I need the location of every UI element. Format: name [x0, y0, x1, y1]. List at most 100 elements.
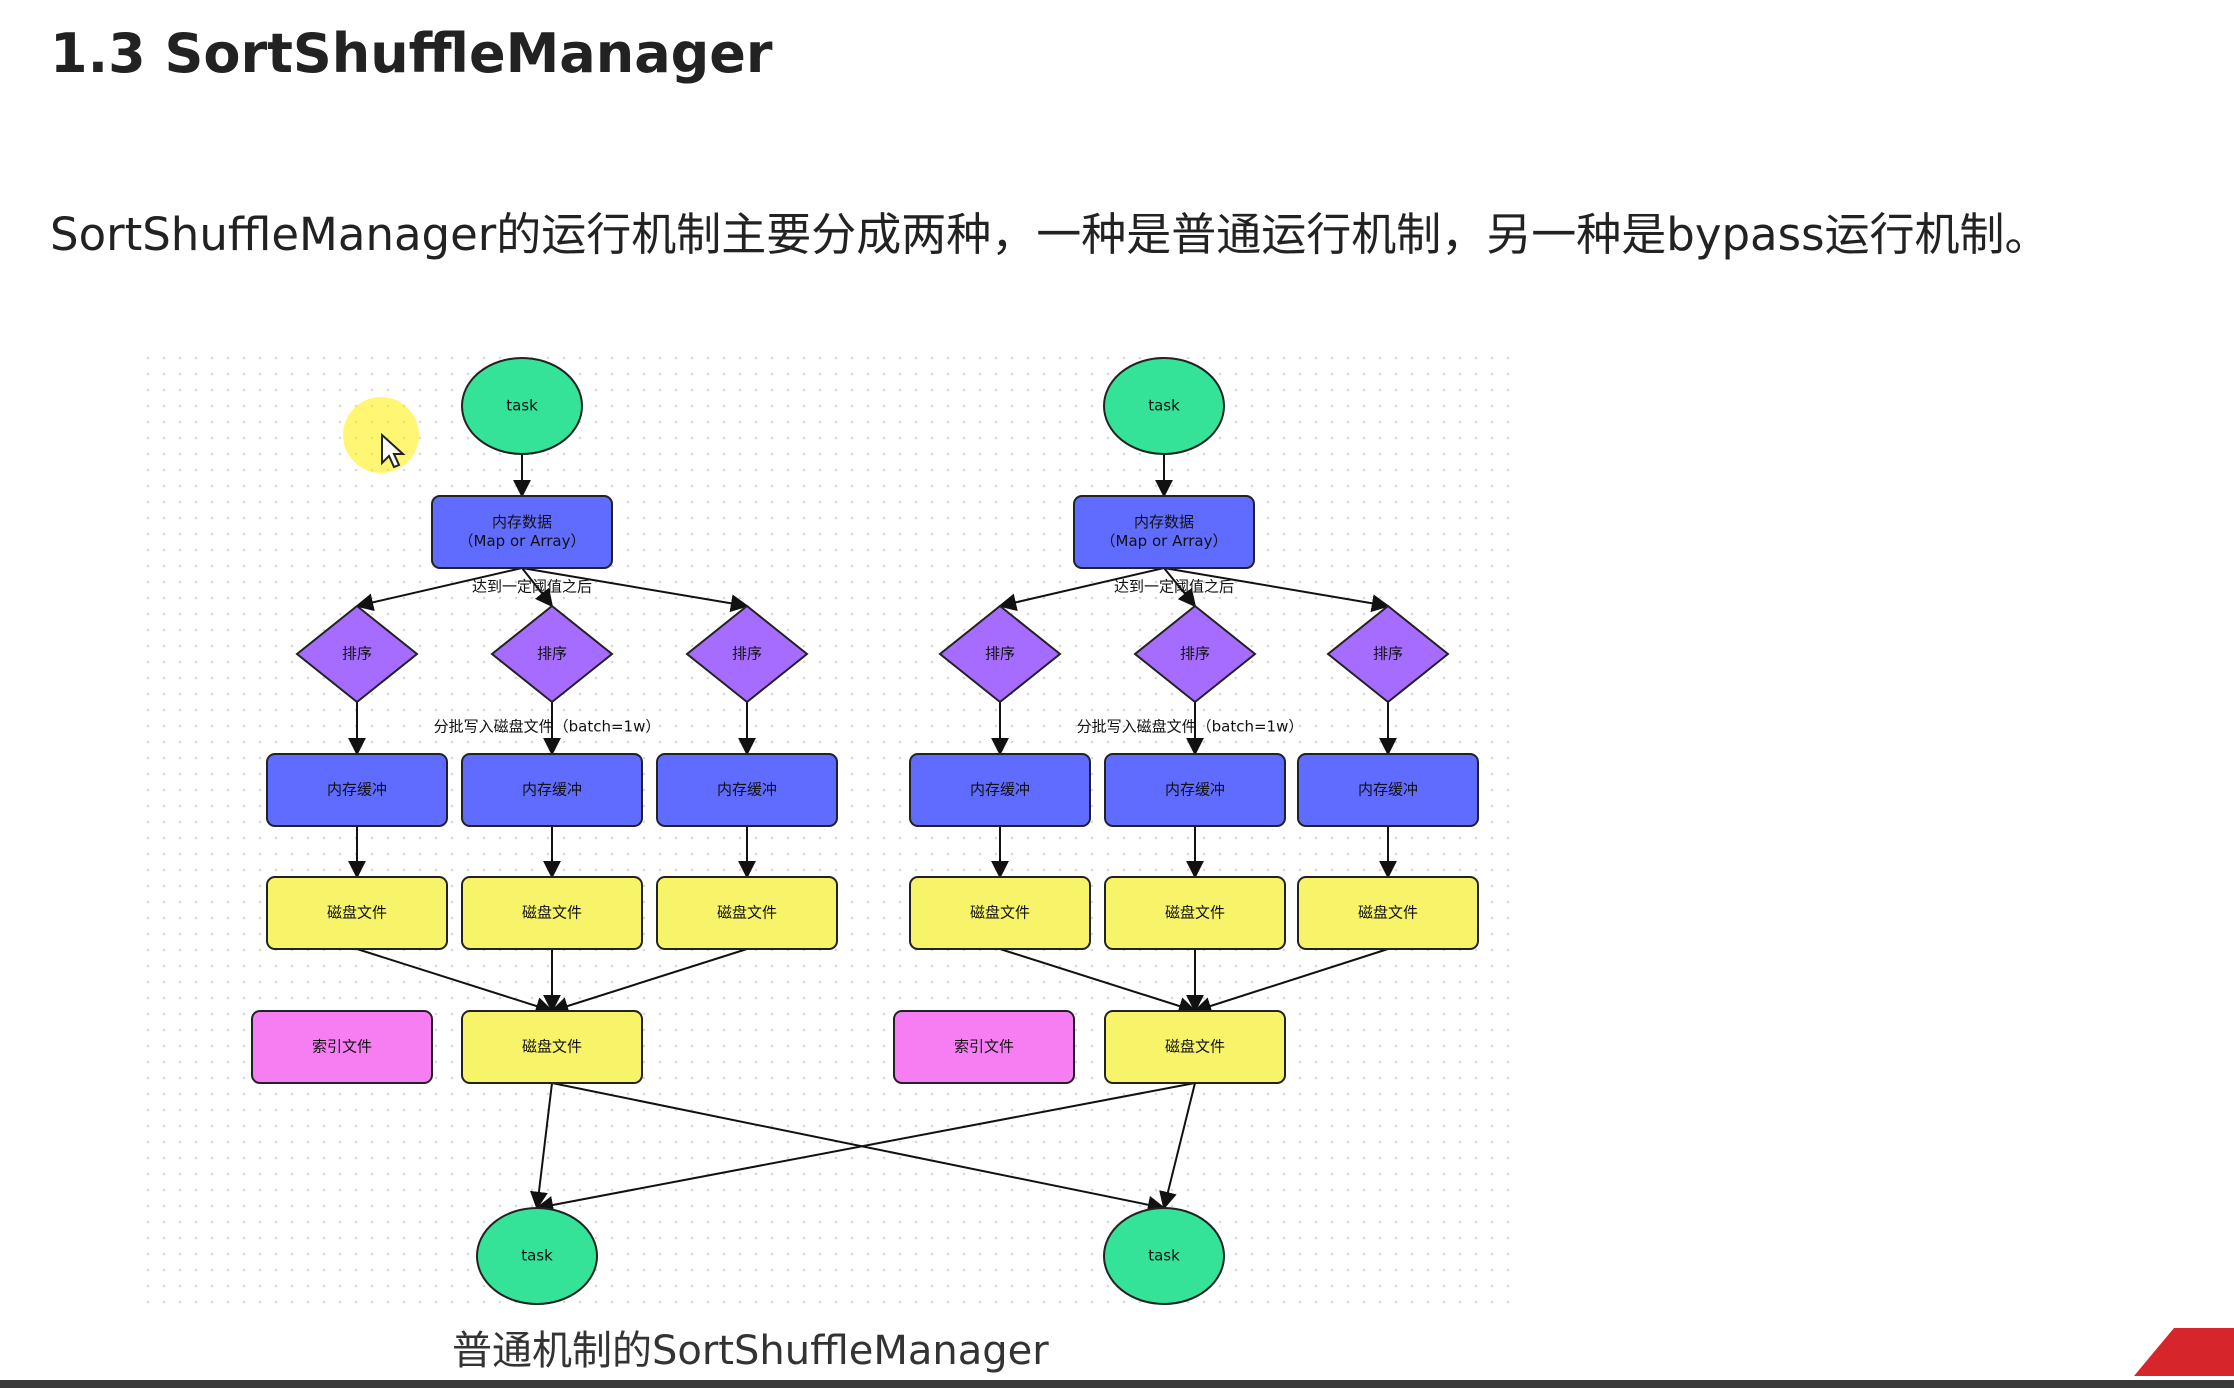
right-disk-file-node-2-label: 磁盘文件 [1165, 904, 1225, 922]
left-disk-file-node-3-shape [656, 876, 838, 950]
right-batch-write-label: 分批写入磁盘文件（batch=1w） [1077, 718, 1304, 736]
left-memory-buffer-node-2: 内存缓冲 [461, 753, 643, 827]
left-sort-node-3: 排序 [685, 604, 809, 704]
left-task-bottom: task [476, 1207, 598, 1305]
right-index-file-node-label: 索引文件 [954, 1038, 1014, 1056]
left-memory-data-node-shape [431, 495, 613, 569]
left-memory-buffer-node-3-label: 内存缓冲 [717, 781, 777, 799]
mouse-pointer-icon [381, 433, 406, 469]
right-memory-data-node: 内存数据（Map or Array） [1073, 495, 1255, 569]
diagram-caption: 普通机制的SortShuffleManager [452, 1328, 1049, 1374]
right-edge-memory-sort-3 [1163, 567, 1390, 613]
left-memory-buffer-node-3-shape [656, 753, 838, 827]
right-sort-node-2-shape [1133, 604, 1257, 704]
right-index-file-node: 索引文件 [893, 1010, 1075, 1084]
right-disk-file-node-3-shape [1297, 876, 1479, 950]
right-merged-disk-file-node-shape [1104, 1010, 1286, 1084]
right-sort-node-2: 排序 [1133, 604, 1257, 704]
right-task-bottom-shape [1103, 1207, 1225, 1305]
left-disk-file-node-1-label: 磁盘文件 [327, 904, 387, 922]
left-edge-memory-sort-3 [521, 567, 749, 613]
right-sort-node-3-label: 排序 [1373, 645, 1403, 663]
left-sort-node-2-shape [490, 604, 614, 704]
left-disk-file-node-1: 磁盘文件 [266, 876, 448, 950]
left-task-top-shape [461, 357, 583, 455]
right-disk-file-node-1-label: 磁盘文件 [970, 904, 1030, 922]
right-sort-node-1: 排序 [938, 604, 1062, 704]
right-memory-buffer-node-1-shape [909, 753, 1091, 827]
left-disk-file-node-3: 磁盘文件 [656, 876, 838, 950]
left-merged-disk-file-node-shape [461, 1010, 643, 1084]
left-sort-node-1: 排序 [295, 604, 419, 704]
right-merged-disk-file-node-label: 磁盘文件 [1165, 1038, 1225, 1056]
right-sort-node-3: 排序 [1326, 604, 1450, 704]
left-sort-node-2-label: 排序 [537, 645, 567, 663]
left-index-file-node-label: 索引文件 [312, 1038, 372, 1056]
left-batch-write-label: 分批写入磁盘文件（batch=1w） [434, 718, 661, 736]
diagram-edges [348, 454, 1397, 1214]
right-sort-node-1-shape [938, 604, 1062, 704]
left-edge-disk-merged-3 [550, 948, 748, 1015]
left-memory-buffer-node-1-label: 内存缓冲 [327, 781, 387, 799]
left-sort-node-3-label: 排序 [732, 645, 762, 663]
left-sort-node-2: 排序 [490, 604, 614, 704]
right-index-file-node-shape [893, 1010, 1075, 1084]
left-edge-disk-merged-1 [356, 948, 554, 1015]
red-corner-decoration [2134, 1328, 2234, 1376]
left-task-top: task [461, 357, 583, 455]
right-threshold-label: 达到一定阈值之后 [1114, 578, 1234, 596]
left-disk-file-node-2-shape [461, 876, 643, 950]
right-edge-disk-merged-1 [999, 948, 1197, 1015]
right-memory-data-node-label: 内存数据 [1134, 513, 1194, 531]
left-memory-buffer-node-2-label: 内存缓冲 [522, 781, 582, 799]
left-disk-file-node-2: 磁盘文件 [461, 876, 643, 950]
right-task-top-label: task [1148, 397, 1180, 415]
right-merged-disk-file-node: 磁盘文件 [1104, 1010, 1286, 1084]
left-index-file-node-shape [251, 1010, 433, 1084]
left-disk-file-node-3-label: 磁盘文件 [717, 904, 777, 922]
left-sort-node-1-label: 排序 [342, 645, 372, 663]
left-memory-data-node-label: （Map or Array） [459, 532, 586, 550]
left-memory-data-node: 内存数据（Map or Array） [431, 495, 613, 569]
left-merged-disk-file-node-label: 磁盘文件 [522, 1038, 582, 1056]
right-edge-memory-sort-2 [1163, 567, 1197, 608]
diagram-nodes: task内存数据（Map or Array）达到一定阈值之后排序排序排序分批写入… [251, 357, 1479, 1305]
right-memory-buffer-node-3: 内存缓冲 [1297, 753, 1479, 827]
left-task-top-label: task [506, 397, 538, 415]
left-memory-buffer-node-1-shape [266, 753, 448, 827]
right-memory-buffer-node-2-shape [1104, 753, 1286, 827]
right-disk-file-node-1: 磁盘文件 [909, 876, 1091, 950]
right-sort-node-1-label: 排序 [985, 645, 1015, 663]
right-task-top-shape [1103, 357, 1225, 455]
right-memory-buffer-node-1-label: 内存缓冲 [970, 781, 1030, 799]
right-task-bottom-label: task [1148, 1247, 1180, 1265]
right-memory-data-node-label: （Map or Array） [1101, 532, 1228, 550]
right-disk-file-node-1-shape [909, 876, 1091, 950]
right-memory-buffer-node-1: 内存缓冲 [909, 753, 1091, 827]
left-memory-buffer-node-2-shape [461, 753, 643, 827]
diagram-canvas: task内存数据（Map or Array）达到一定阈值之后排序排序排序分批写入… [251, 357, 1479, 1305]
right-memory-buffer-node-3-shape [1297, 753, 1479, 827]
left-memory-buffer-node-1: 内存缓冲 [266, 753, 448, 827]
left-disk-file-node-2-label: 磁盘文件 [522, 904, 582, 922]
left-edge-memory-sort-2 [521, 567, 554, 608]
right-memory-data-node-shape [1073, 495, 1255, 569]
bottom-bar [0, 1380, 2234, 1388]
left-memory-buffer-node-3: 内存缓冲 [656, 753, 838, 827]
intro-text: SortShuffleManager的运行机制主要分成两种，一种是普通运行机制，… [50, 208, 2050, 261]
right-memory-buffer-node-2: 内存缓冲 [1104, 753, 1286, 827]
right-edge-disk-merged-3 [1193, 948, 1389, 1015]
left-task-bottom-shape [476, 1207, 598, 1305]
edge-left-merged-to-left-task [529, 1082, 553, 1210]
right-sort-node-3-shape [1326, 604, 1450, 704]
right-task-bottom: task [1103, 1207, 1225, 1305]
left-memory-data-node-label: 内存数据 [492, 513, 552, 531]
left-index-file-node: 索引文件 [251, 1010, 433, 1084]
edge-left-merged-to-right-task [551, 1082, 1166, 1214]
right-memory-buffer-node-2-label: 内存缓冲 [1165, 781, 1225, 799]
right-task-top: task [1103, 357, 1225, 455]
left-merged-disk-file-node: 磁盘文件 [461, 1010, 643, 1084]
edge-right-merged-to-left-task [535, 1082, 1196, 1214]
right-disk-file-node-2-shape [1104, 876, 1286, 950]
